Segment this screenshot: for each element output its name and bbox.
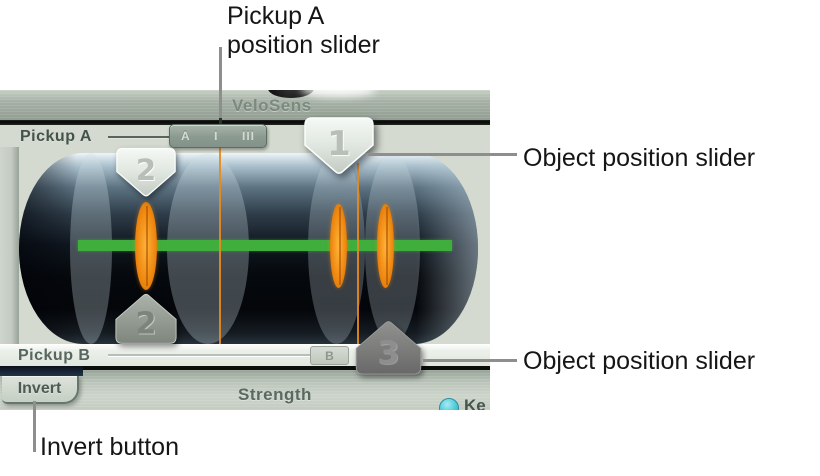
object-lens [330,204,347,288]
slider-center-notch [219,118,222,124]
pickup-a-position-line [219,148,221,344]
pickup-a-label: Pickup A [20,128,92,145]
pickup-b-position-slider[interactable]: B [310,346,349,365]
keyscale-label: Ke [464,396,486,410]
callout-line-object-top [368,153,517,156]
callout-line-object-bottom [423,359,517,362]
object-3-position-slider[interactable]: 3 [352,320,425,375]
object-2-position-slider-bottom[interactable]: 2 [115,292,177,345]
invert-recess-shadow [0,366,83,376]
callout-invert-button: Invert button [40,433,179,461]
pickup-b-handle-label: B [325,348,334,363]
string-display [19,153,478,344]
callout-pickup-a-slider: Pickup A position slider [227,2,380,60]
well-left-edge [0,147,19,344]
object-2-position-slider-top[interactable]: 2 [116,146,176,199]
callout-object-bottom: Object position slider [523,347,756,375]
slider-mark-iii: III [241,129,255,143]
callout-pickup-a-line1: Pickup A [227,2,325,30]
pickup-b-position-line [357,163,359,344]
pickup-b-label: Pickup B [18,347,91,364]
header-highlight [300,90,376,97]
object-2-number: 2 [136,307,157,342]
divider-line-top [0,120,490,125]
keyscale-button[interactable] [439,398,459,410]
velosens-label: VeloSens [232,96,312,115]
bottom-bar [0,370,490,410]
object-1-number: 1 [327,124,351,164]
pickup-a-position-slider[interactable]: A I III [169,124,267,148]
slider-mark-a: A [181,129,191,143]
callout-line-pickup-a [219,47,222,124]
pickup-a-groove [108,136,169,138]
callout-object-top: Object position slider [523,144,756,172]
invert-button[interactable]: Invert [2,376,79,404]
slider-mark-i: I [214,129,219,143]
object-lens [377,204,394,288]
string-line [78,240,452,251]
tube-left-shade [19,153,77,344]
strength-label: Strength [238,385,312,404]
string-display-well [0,147,490,344]
object-2-number: 2 [136,153,156,187]
velosens-knob[interactable] [268,90,314,98]
divider-line-bottom [0,366,490,370]
object-1-position-slider[interactable]: 1 [304,117,374,175]
object-lens [135,202,157,290]
pickup-b-groove [108,354,310,356]
velosens-header-bar: VeloSens [0,90,490,122]
sculpture-pickup-section: VeloSens Pickup A A [0,90,490,410]
invert-button-label: Invert [17,380,62,397]
callout-pickup-a-line2: position slider [227,31,380,59]
object-3-number: 3 [377,334,399,372]
callout-line-invert [33,401,36,452]
